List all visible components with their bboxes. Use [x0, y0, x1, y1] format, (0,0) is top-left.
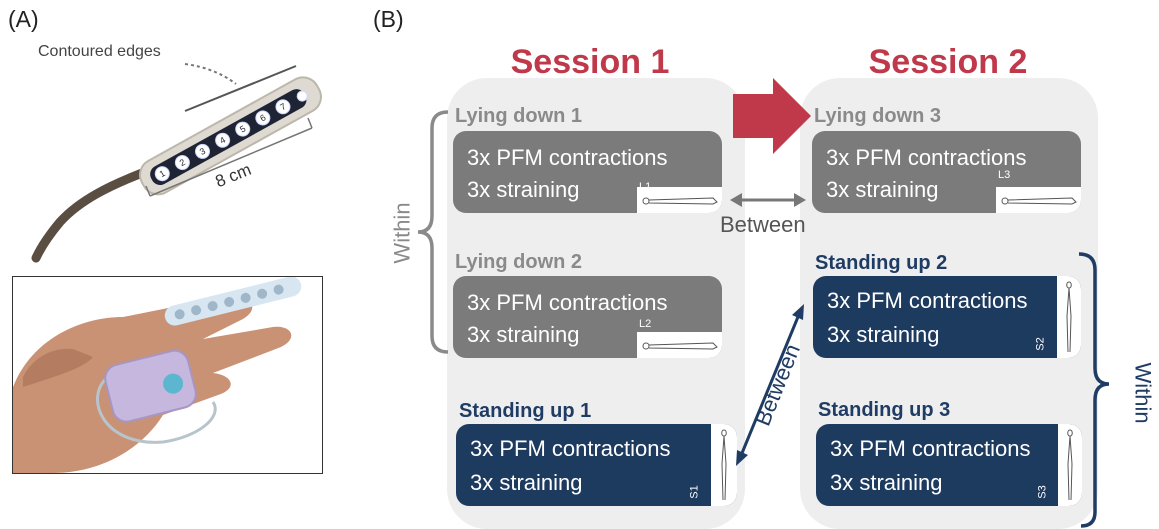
standing-up-2-box: 3x PFM contractions 3x straining S2 [813, 276, 1081, 358]
standing-figure-icon [1058, 424, 1082, 506]
device-button [163, 373, 184, 394]
electrode-5: 5 [238, 123, 247, 134]
standing-figure-icon [711, 424, 737, 506]
lying-down-2-line1: 3x PFM contractions [467, 290, 668, 315]
session-1-title: Session 1 [510, 43, 670, 81]
within-right-label: Within [1130, 362, 1156, 424]
standing-up-2-title: Standing up 2 [815, 252, 948, 274]
lying-down-2-line2: 3x straining [467, 322, 580, 347]
standing-up-2-code: S2 [1034, 337, 1047, 351]
edge-bracket-line [184, 65, 297, 112]
lying-down-3-line1: 3x PFM contractions [826, 145, 1027, 170]
standing-up-3-line2: 3x straining [830, 470, 943, 495]
lying-figure-icon [637, 332, 722, 358]
lying-down-2-title: Lying down 2 [455, 251, 583, 273]
within-left-label: Within [389, 202, 415, 264]
electrode-7: 7 [278, 101, 287, 112]
lying-down-1-line1: 3x PFM contractions [467, 145, 668, 170]
lying-down-3-line2: 3x straining [826, 177, 939, 202]
lying-down-3-box: 3x PFM contractions 3x straining L3 [812, 131, 1081, 213]
probe-cable [31, 165, 155, 263]
standing-up-1-line2: 3x straining [470, 470, 583, 495]
lying-down-2-box: 3x PFM contractions 3x straining L2 [453, 276, 722, 358]
electrode-6: 6 [258, 112, 267, 123]
session-2-title: Session 2 [868, 43, 1028, 81]
within-left-brace [417, 110, 449, 354]
session-arrow-icon [733, 78, 811, 154]
electrode-3: 3 [198, 146, 207, 157]
standing-up-1-line1: 3x PFM contractions [470, 436, 671, 461]
device-body [104, 349, 197, 423]
standing-up-2-line1: 3x PFM contractions [827, 288, 1028, 313]
dimension-bracket [145, 117, 313, 197]
standing-figure-icon [1057, 276, 1081, 358]
electrode-2: 2 [178, 157, 187, 168]
electrode-4: 4 [218, 135, 227, 146]
standing-up-3-line1: 3x PFM contractions [830, 436, 1031, 461]
lying-down-1-line2: 3x straining [467, 177, 580, 202]
within-right-brace [1078, 252, 1110, 528]
standing-up-2-line2: 3x straining [827, 322, 940, 347]
standing-up-1-code: S1 [688, 485, 701, 499]
hand-thumb [23, 348, 93, 387]
electrode-1: 1 [158, 168, 167, 179]
callout-leader [184, 63, 237, 85]
standing-up-3-title: Standing up 3 [818, 399, 951, 421]
lying-down-1-title: Lying down 1 [455, 105, 583, 127]
between-horizontal-arrow-icon [730, 193, 806, 207]
between-diagonal-arrow-icon [736, 304, 804, 466]
lying-down-3-code: L3 [998, 169, 1011, 181]
lying-down-3-title: Lying down 3 [814, 105, 942, 127]
standing-up-3-box: 3x PFM contractions 3x straining S3 [816, 424, 1082, 506]
hand-cable [96, 375, 217, 444]
probe-photo: 1 2 3 4 5 6 7 [31, 63, 322, 263]
lying-down-2-code: L2 [639, 318, 652, 330]
standing-up-1-title: Standing up 1 [459, 400, 592, 422]
between-horizontal-label: Between [720, 212, 806, 237]
standing-up-3-code: S3 [1036, 485, 1049, 499]
hand-photo [12, 276, 323, 474]
panel-b-label: (B) [373, 6, 404, 32]
lying-figure-icon [637, 187, 722, 213]
lying-figure-icon [996, 187, 1081, 213]
lying-down-1-box: 3x PFM contractions 3x straining L1 [453, 131, 722, 213]
probe-in-hand [164, 277, 302, 326]
standing-up-1-box: 3x PFM contractions 3x straining S1 [456, 424, 737, 506]
panel-a-label: (A) [8, 6, 39, 32]
contoured-edges-callout: Contoured edges [38, 43, 161, 60]
